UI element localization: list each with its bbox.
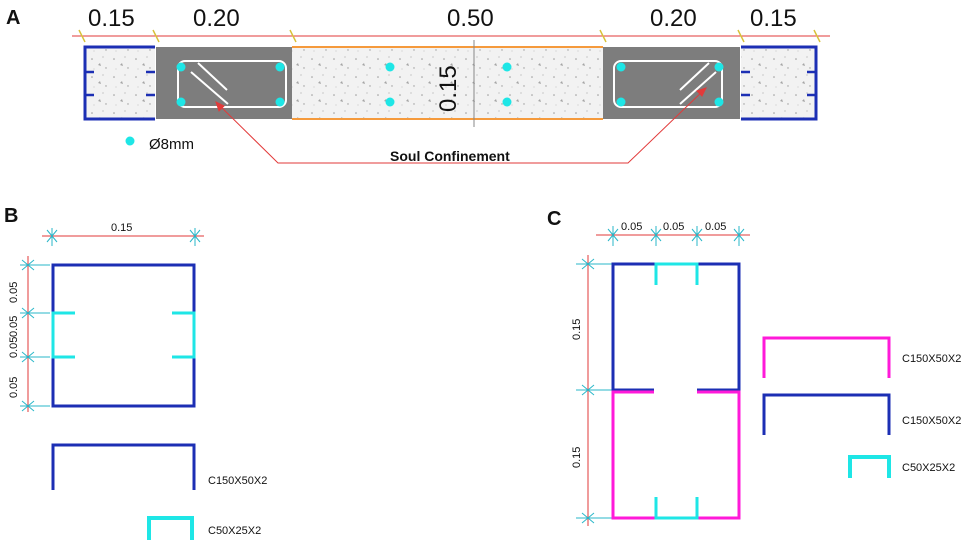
panel-c-cyan-profile: [848, 455, 891, 478]
left-soul-confinement: [156, 47, 292, 119]
dim-label-0-15-left: 0.15: [88, 5, 135, 32]
panel-b-box-section: [51, 263, 196, 408]
middle-concrete: 0.15: [292, 40, 603, 127]
panel-c-side-dim-2: 0.15: [571, 447, 583, 468]
panel-c-magenta-profile: [762, 336, 891, 378]
panel-b: B 0.15 0.05 0.05 0.05 0.05: [4, 205, 267, 540]
panel-b-letter: B: [4, 205, 18, 227]
panel-a: A 0.15 0.20 0.50 0.20 0.15: [6, 5, 830, 164]
panel-a-tick-marks: [78, 29, 821, 43]
soul-confinement-callout: [215, 87, 707, 164]
panel-c-upper-stiffener: [654, 262, 699, 285]
dim-label-height-0-15: 0.15: [435, 65, 462, 112]
panel-b-c150-profile: [51, 443, 196, 490]
panel-b-top-dimension: 0.15: [42, 222, 204, 246]
panel-c-top-dim-1: 0.05: [621, 221, 642, 233]
panel-c-top-dimension: 0.05 0.05 0.05: [596, 221, 750, 246]
panel-b-side-dim-1: 0.05: [8, 282, 20, 303]
panel-b-c150-label: C150X50X2: [208, 475, 267, 487]
panel-b-c50-profile: [147, 516, 194, 540]
panel-c-side-dim-1: 0.15: [571, 319, 583, 340]
panel-b-side-dim-4: 0.05: [8, 377, 20, 398]
panel-b-side-dim-3: 0.05: [8, 337, 20, 358]
panel-b-side-dim-2: 0.05: [8, 316, 20, 337]
right-end-section: [741, 45, 818, 121]
panel-c-blue-profile: [762, 393, 891, 435]
panel-c-top-dim-3: 0.05: [705, 221, 726, 233]
panel-c-upper-c-profile: [611, 262, 741, 392]
panel-b-top-dim-label: 0.15: [111, 222, 132, 234]
left-end-section: [83, 45, 155, 121]
rebar-legend-dot: [125, 136, 135, 146]
dim-label-0-50: 0.50: [447, 5, 494, 32]
panel-c-side-dimension: 0.15 0.15: [571, 255, 612, 526]
panel-c-lower-stiffener: [654, 497, 699, 520]
panel-b-side-dimension: 0.05 0.05 0.05 0.05: [8, 256, 50, 412]
soul-confinement-label: Soul Confinement: [390, 148, 510, 164]
panel-c-letter: C: [547, 208, 561, 230]
panel-b-c50-label: C50X25X2: [208, 525, 261, 537]
right-soul-confinement: [603, 47, 740, 119]
panel-c-label-1: C150X50X2: [902, 353, 961, 365]
dim-label-0-20-left: 0.20: [193, 5, 240, 32]
panel-c: C 0.05 0.05 0.05 0.15 0.15: [547, 208, 961, 526]
dim-label-0-15-right: 0.15: [750, 5, 797, 32]
panel-c-label-2: C150X50X2: [902, 415, 961, 427]
dim-label-0-20-right: 0.20: [650, 5, 697, 32]
panel-c-lower-c-profile: [611, 390, 741, 520]
panel-a-letter: A: [6, 7, 20, 29]
rebar-legend-label: Ø8mm: [149, 136, 194, 153]
panel-c-top-dim-2: 0.05: [663, 221, 684, 233]
panel-c-label-3: C50X25X2: [902, 462, 955, 474]
